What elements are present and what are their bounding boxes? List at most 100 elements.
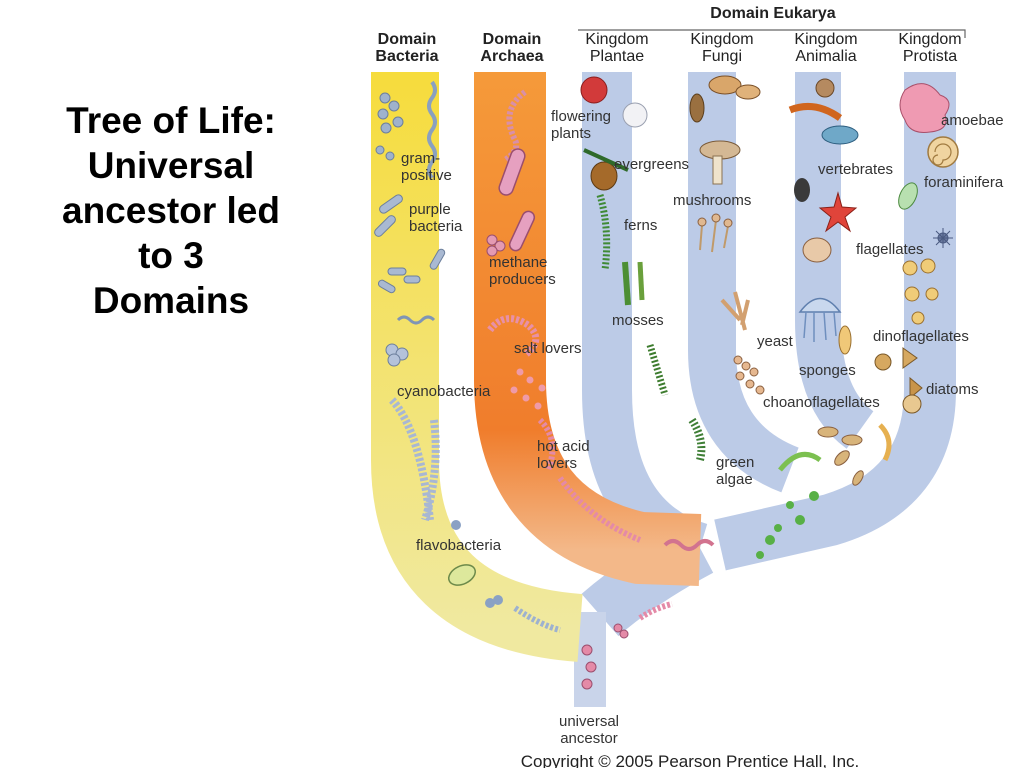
mushroom-cap-icon xyxy=(735,84,761,100)
branch-archaea xyxy=(474,72,702,586)
copyright-notice: Copyright © 2005 Pearson Prentice Hall, … xyxy=(521,752,860,768)
cyanobacteria-filament-icon xyxy=(388,397,434,521)
label-cyanobacteria: cyanobacteria xyxy=(397,383,491,400)
fungus-stalks-icon xyxy=(699,219,729,253)
foraminifera-spiral-icon xyxy=(932,143,952,166)
cyanobacteria-filament-icon xyxy=(421,419,440,522)
label-flavobacteria: flavobacteria xyxy=(416,537,502,554)
moss-icon xyxy=(622,261,631,306)
green-algae-icon xyxy=(778,451,822,472)
starfish-icon xyxy=(818,191,858,233)
column-headers: Domain Bacteria Domain Archaea Kingdom P… xyxy=(375,31,961,65)
label-green-algae: green xyxy=(716,454,754,471)
moss-icon xyxy=(646,343,669,397)
bacteria-organisms xyxy=(374,80,561,633)
coccus-cluster-icon xyxy=(486,234,506,257)
protist-organisms xyxy=(874,83,959,462)
ancestor-cells xyxy=(581,623,629,690)
label-ferns: ferns xyxy=(624,217,657,234)
archaea-organisms xyxy=(486,89,715,621)
title-line: Universal xyxy=(87,145,255,186)
label-gram-positive: gram- xyxy=(401,150,440,167)
diatom-triangle-icon xyxy=(909,376,923,400)
radiolarian-icon xyxy=(933,228,953,248)
fern-icon xyxy=(596,194,611,271)
label-yeast: yeast xyxy=(757,333,794,350)
archaea-chain-icon xyxy=(537,417,556,472)
column-header-line2: Archaea xyxy=(480,48,543,65)
eukarya-header: Domain Eukarya xyxy=(710,5,835,22)
label-dinoflagellates: dinoflagellates xyxy=(873,328,969,345)
bacteria-chain-icon xyxy=(513,605,561,633)
label-sponges: sponges xyxy=(799,362,856,379)
moss-icon xyxy=(637,261,645,301)
mold-icon xyxy=(720,291,750,331)
salt-lover-chain-icon xyxy=(487,315,540,358)
label-hot-acid-lovers: hot acid xyxy=(537,438,590,455)
column-header-line2: Bacteria xyxy=(375,48,438,65)
column-header-line1: Kingdom xyxy=(585,31,648,48)
evergreen-branch-icon xyxy=(583,148,629,172)
fungus-spores-icon xyxy=(697,213,733,228)
label-green-algae: algae xyxy=(716,471,753,488)
morel-icon xyxy=(689,93,705,123)
plant-organisms xyxy=(580,76,822,559)
column-header-line1: Domain xyxy=(378,31,437,48)
archaea-chain-icon xyxy=(663,539,715,551)
methanogen-rod-icon xyxy=(508,210,536,252)
label-salt-lovers: salt lovers xyxy=(514,340,582,357)
yeast-cells-icon xyxy=(733,355,765,395)
title-line: to 3 xyxy=(138,235,204,276)
diatom-triangle-icon xyxy=(902,347,918,369)
spirochete-icon xyxy=(427,80,437,180)
title-line: ancestor led xyxy=(62,190,280,231)
branch-protista xyxy=(714,72,956,571)
rod-bacteria-icon xyxy=(374,194,446,294)
title-line: Domains xyxy=(92,280,250,321)
cyanobacteria-colony-icon xyxy=(385,343,409,367)
archaea-chain-icon xyxy=(557,476,642,543)
label-vertebrates: vertebrates xyxy=(818,161,893,178)
flavobacterium-icon xyxy=(448,564,476,586)
label-methane-producers: methane xyxy=(489,254,547,271)
archaea-chain-icon xyxy=(503,89,527,163)
diatom-disc-icon xyxy=(902,394,922,414)
label-hot-acid-lovers: lovers xyxy=(537,455,577,472)
column-header-line1: Kingdom xyxy=(898,31,961,48)
mushroom-stem-icon xyxy=(712,155,723,185)
eukarya-bracket xyxy=(578,29,966,38)
slide-title: Tree of Life: Universal ancestor led to … xyxy=(40,98,302,323)
dinoflagellate-cells-icon xyxy=(902,258,939,325)
salamander-icon xyxy=(788,102,843,121)
mouse-icon xyxy=(815,78,835,98)
amoeba-icon xyxy=(899,83,950,133)
label-mosses: mosses xyxy=(612,312,664,329)
coccus-cluster-icon xyxy=(375,92,404,161)
label-gram-positive: positive xyxy=(401,167,452,184)
branch-plantae xyxy=(582,72,709,572)
beetle-icon xyxy=(794,178,810,202)
spiral-bacterium-icon xyxy=(396,315,436,325)
choanoflagellate-colony-icon xyxy=(817,426,864,486)
euglena-icon xyxy=(878,423,892,462)
halophile-cells-icon xyxy=(510,368,546,410)
label-methane-producers: producers xyxy=(489,271,556,288)
label-diatoms: diatoms xyxy=(926,381,979,398)
flower-icon xyxy=(622,102,648,128)
column-header-line1: Kingdom xyxy=(794,31,857,48)
label-flowering-plants: plants xyxy=(551,125,591,142)
jellyfish-icon xyxy=(798,297,842,313)
archaea-chain-icon xyxy=(638,601,673,621)
label-choanoflagellates: choanoflagellates xyxy=(763,394,880,411)
branch-animalia xyxy=(795,72,875,449)
coccus-cluster-icon xyxy=(451,520,503,608)
label-universal-ancestor: universal xyxy=(559,713,619,730)
label-evergreens: evergreens xyxy=(614,156,689,173)
snail-shell-icon xyxy=(802,237,832,263)
column-header-line2: Animalia xyxy=(795,48,856,65)
label-purple-bacteria: bacteria xyxy=(409,218,463,235)
sponge-icon xyxy=(838,325,852,355)
label-amoebae: amoebae xyxy=(941,112,1004,129)
pinecone-icon xyxy=(590,161,618,191)
